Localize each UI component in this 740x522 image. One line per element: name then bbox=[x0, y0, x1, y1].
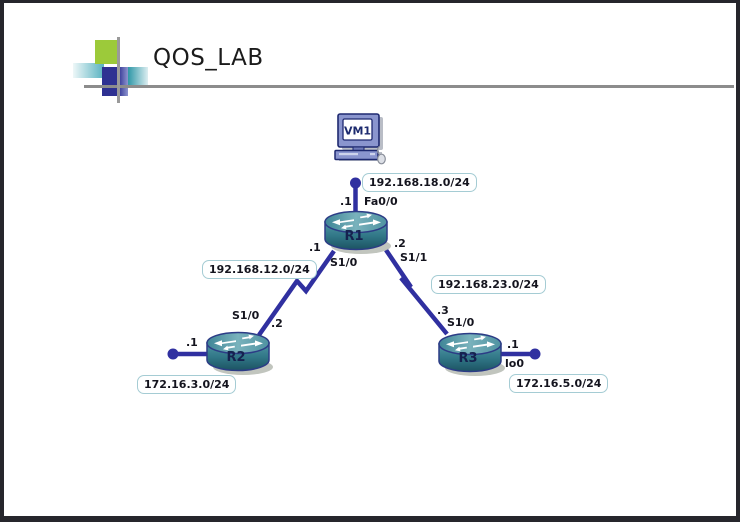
label-r2-s10: S1/0 bbox=[232, 309, 260, 322]
serial-link-r1-r2 bbox=[257, 249, 336, 337]
label-r1-s11-ip: .2 bbox=[394, 237, 406, 250]
logo-square-teal bbox=[128, 67, 148, 86]
ethernet-endpoint-r2 bbox=[167, 348, 179, 360]
mouse-icon bbox=[377, 153, 386, 165]
logo-square-navy bbox=[102, 67, 128, 96]
router-arrows bbox=[332, 213, 381, 230]
network-box-r3: 172.16.5.0/24 bbox=[509, 374, 609, 393]
ethernet-endpoint-r3 bbox=[529, 348, 541, 360]
router-arrows bbox=[214, 334, 263, 351]
label-r3-s10-ip: .3 bbox=[437, 304, 449, 317]
label-r3-s10: S1/0 bbox=[447, 316, 475, 329]
network-box-r2: 172.16.3.0/24 bbox=[137, 375, 237, 394]
router-r1-label: R1 bbox=[344, 229, 364, 244]
label-r3-lan-ip: .1 bbox=[507, 338, 519, 351]
label-r1-s10-ip: .1 bbox=[309, 241, 321, 254]
label-r1-s11: S1/1 bbox=[400, 251, 428, 264]
computer-icon: VM1 bbox=[334, 113, 386, 165]
ethernet-endpoint-vm1 bbox=[350, 177, 361, 189]
network-box-r1-r2: 192.168.12.0/24 bbox=[202, 260, 317, 279]
router-r3-label: R3 bbox=[458, 351, 478, 366]
router-icon bbox=[438, 332, 505, 376]
mouse-cable bbox=[376, 146, 380, 155]
label-r1-s10: S1/0 bbox=[330, 256, 358, 269]
label-r3-lo: lo0 bbox=[505, 357, 524, 370]
label-r2-lan-ip: .1 bbox=[186, 336, 198, 349]
router-r2-label: R2 bbox=[226, 350, 246, 365]
router-icon bbox=[206, 331, 273, 375]
host-name-label: VM1 bbox=[344, 125, 371, 138]
serial-link-r1-r3 bbox=[384, 248, 449, 336]
label-r1-fa00-ip: .1 bbox=[340, 195, 352, 208]
router-arrows bbox=[446, 335, 495, 352]
router-r3: R3 bbox=[437, 331, 505, 379]
logo-square-cyan bbox=[73, 63, 104, 78]
label-r2-s10-ip: .2 bbox=[271, 317, 283, 330]
network-box-vm-lan: 192.168.18.0/24 bbox=[362, 173, 477, 192]
header-rule bbox=[84, 85, 734, 88]
logo-vertical-rule bbox=[117, 37, 120, 103]
host-vm1: VM1 bbox=[330, 111, 388, 167]
page-title: QOS_LAB bbox=[153, 45, 264, 71]
network-box-r1-r3: 192.168.23.0/24 bbox=[431, 275, 546, 294]
logo-square-green bbox=[95, 40, 118, 64]
router-icon bbox=[324, 210, 391, 254]
label-r1-fa00: Fa0/0 bbox=[364, 195, 398, 208]
router-r1: R1 bbox=[323, 209, 391, 257]
router-r2: R2 bbox=[205, 330, 273, 378]
